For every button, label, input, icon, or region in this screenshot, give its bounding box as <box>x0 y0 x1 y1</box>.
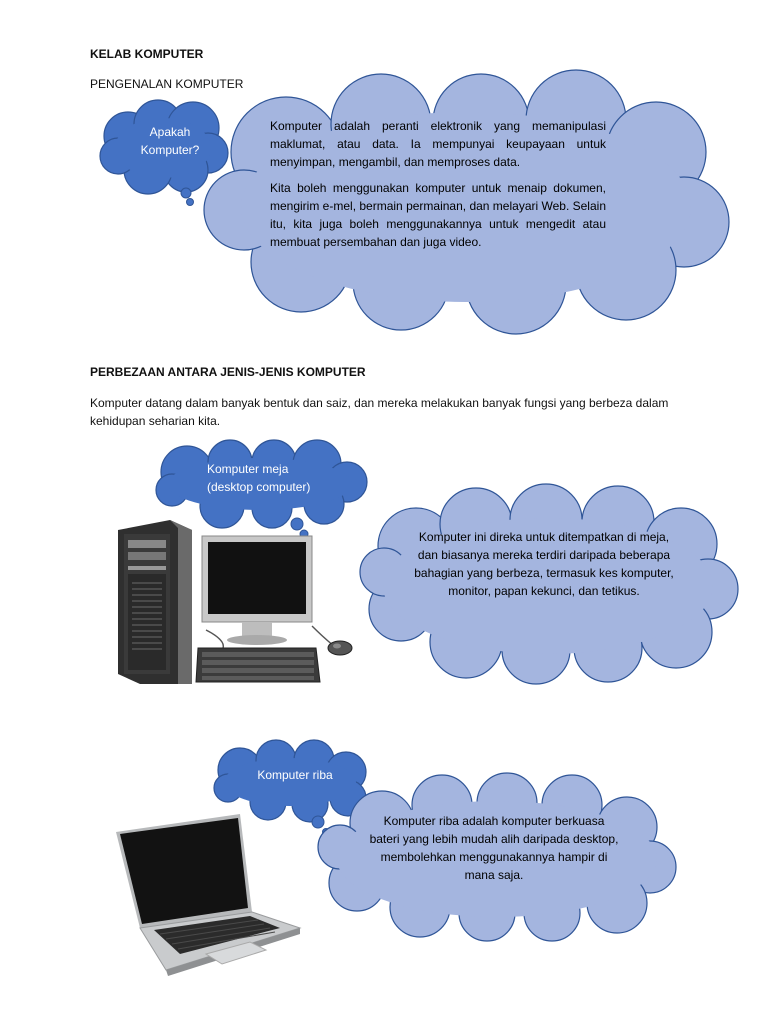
desktop-label-cloud <box>155 439 368 539</box>
desktop-description-cloud <box>359 483 739 685</box>
section-intro-title: PENGENALAN KOMPUTER <box>90 77 244 91</box>
page-title: KELAB KOMPUTER <box>90 47 204 61</box>
laptop-description-cloud <box>317 772 677 942</box>
question-text: Apakah Komputer? <box>140 125 200 157</box>
desktop-computer-image <box>118 520 353 684</box>
desktop-label: Komputer meja (desktop computer) <box>207 462 311 494</box>
intro-text: Komputer adalah peranti elektronik yang … <box>270 117 606 251</box>
question-cloud <box>99 99 229 206</box>
section-types-paragraph: Komputer datang dalam banyak bentuk dan … <box>90 396 669 428</box>
laptop-description: Komputer riba adalah komputer berkuasa b… <box>369 814 619 882</box>
desktop-description: Komputer ini direka untuk ditempatkan di… <box>414 530 674 598</box>
intro-cloud <box>203 69 730 335</box>
intro-paragraph-2: Kita boleh menggunakan komputer untuk me… <box>270 181 606 249</box>
laptop-image <box>116 814 302 976</box>
laptop-label-cloud <box>213 739 367 836</box>
laptop-label: Komputer riba <box>257 768 333 782</box>
intro-paragraph-1: Komputer adalah peranti elektronik yang … <box>270 119 606 169</box>
section-types-title: PERBEZAAN ANTARA JENIS-JENIS KOMPUTER <box>90 365 366 379</box>
